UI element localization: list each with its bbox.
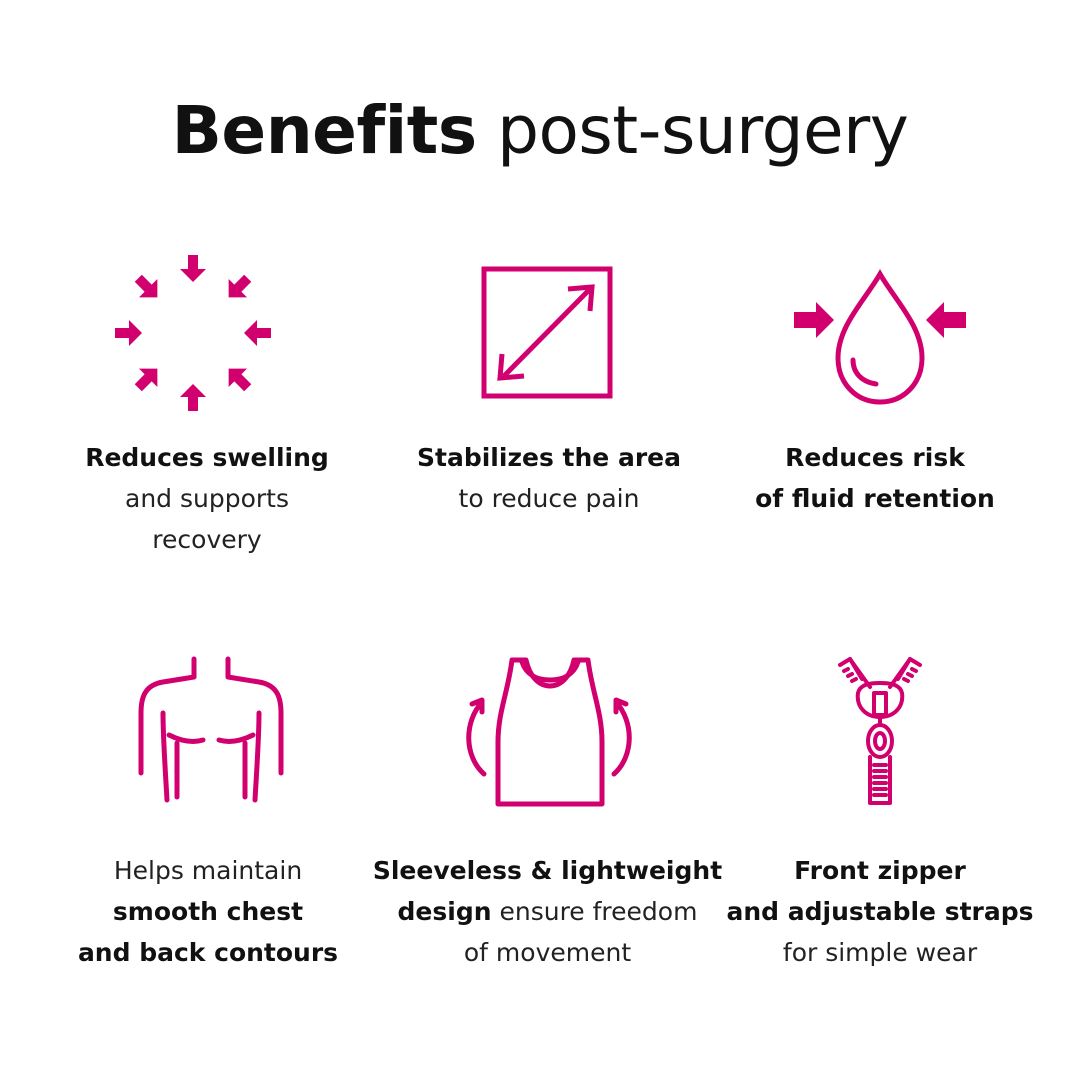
compress-arrows-icon	[113, 253, 273, 413]
diagonal-expand-arrow-icon	[480, 265, 614, 401]
caption-line: and adjustable straps	[700, 891, 1060, 932]
tank-top-icon	[458, 652, 640, 810]
caption-text: Helps maintain	[113, 856, 303, 885]
benefit-caption-4: Helps maintain smooth chest and back con…	[28, 850, 388, 973]
benefit-caption-3: Reduces risk of fluid retention	[695, 437, 1055, 519]
caption-line: Reduces swelling	[27, 437, 387, 478]
benefit-caption-2: Stabilizes the area to reduce pain	[369, 437, 729, 519]
caption-line: Front zipper	[700, 850, 1060, 891]
page-title: Benefits post-surgery	[0, 88, 1080, 174]
caption-text-bold: and back contours	[77, 938, 339, 967]
caption-line: of movement	[360, 932, 735, 973]
caption-text: and supports	[125, 484, 289, 513]
caption-line: to reduce pain	[369, 478, 729, 519]
caption-text: ensure freedom	[491, 897, 698, 926]
caption-text: recovery	[152, 525, 262, 554]
caption-line: Helps maintain	[28, 850, 388, 891]
caption-line: smooth chest	[28, 891, 388, 932]
caption-line: Reduces risk	[695, 437, 1055, 478]
benefit-caption-1: Reduces swelling and supports recovery	[27, 437, 387, 560]
title-light-part: post-surgery	[497, 92, 909, 169]
caption-line: Sleeveless & lightweight	[360, 850, 735, 891]
caption-line: for simple wear	[700, 932, 1060, 973]
caption-text-bold: smooth chest	[112, 897, 304, 926]
caption-text: to reduce pain	[458, 484, 640, 513]
caption-line: recovery	[27, 519, 387, 560]
benefit-caption-5: Sleeveless & lightweight design ensure f…	[360, 850, 735, 973]
caption-text-bold: Front zipper	[794, 856, 966, 885]
caption-line: of fluid retention	[695, 478, 1055, 519]
caption-line: and back contours	[28, 932, 388, 973]
caption-line: and supports	[27, 478, 387, 519]
caption-text-bold: Reduces risk	[785, 443, 965, 472]
benefit-caption-6: Front zipper and adjustable straps for s…	[700, 850, 1060, 973]
caption-line: design ensure freedom	[360, 891, 735, 932]
caption-text-bold: and adjustable straps	[726, 897, 1034, 926]
caption-text-bold: of fluid retention	[755, 484, 995, 513]
zipper-icon	[836, 657, 924, 809]
caption-text-bold: design	[397, 897, 492, 926]
title-bold-part: Benefits	[171, 92, 478, 169]
caption-text: of movement	[463, 938, 632, 967]
caption-text: for simple wear	[782, 938, 978, 967]
caption-line: Stabilizes the area	[369, 437, 729, 478]
caption-text-bold: Sleeveless & lightweight	[372, 856, 723, 885]
caption-text-bold: Reduces swelling	[85, 443, 329, 472]
caption-text-bold: Stabilizes the area	[417, 443, 681, 472]
back-torso-icon	[133, 655, 289, 807]
water-drop-icon	[790, 268, 970, 408]
